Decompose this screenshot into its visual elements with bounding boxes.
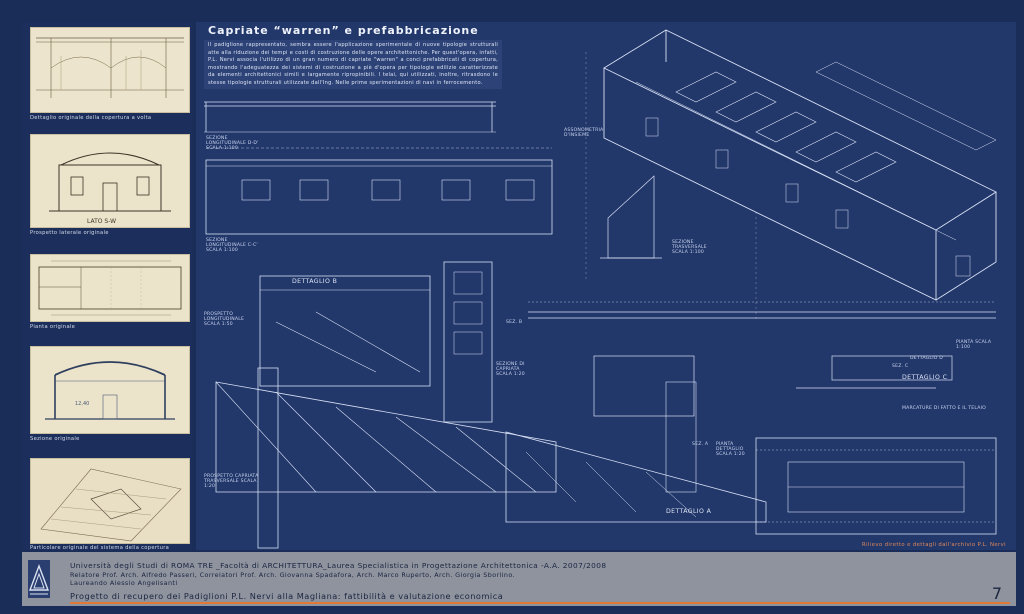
label-detail-c: DETTAGLIO C (902, 374, 948, 381)
university-logo (28, 560, 50, 598)
label-detail-d: DETTAGLIO D (910, 356, 943, 361)
label-detail-a: DETTAGLIO A (666, 508, 712, 515)
footer-university: Università degli Studi di ROMA TRE _Faco… (70, 561, 607, 570)
label-section-cc: SEZIONE LONGITUDINALE C-C' SCALA 1:100 (206, 238, 258, 253)
footer-project-title: Progetto di recupero dei Padiglioni P.L.… (70, 591, 504, 601)
label-plan-top: PIANTA SCALA 1:100 (956, 340, 992, 350)
footer: Università degli Studi di ROMA TRE _Faco… (22, 552, 1016, 606)
original-section-image: 12,40 (30, 346, 190, 434)
label-section-b: SEZ. B (506, 320, 523, 325)
label-axonometry: ASSONOMETRIA D'INSIEME (564, 128, 604, 138)
logo-triangle-icon (28, 564, 50, 595)
blueprint-description: Il padiglione rappresentato, sembra esse… (204, 40, 502, 89)
label-detail-b: DETTAGLIO B (292, 278, 338, 285)
caption-side-elevation: Prospetto laterale originale (30, 230, 109, 236)
handwritten-side-label: LATO S-W (87, 218, 116, 225)
label-section-c: SEZ. C (892, 364, 909, 369)
caption-vault-detail: Dettaglio originale della copertura a vo… (30, 115, 152, 121)
caption-section: Sezione originale (30, 436, 80, 442)
label-truss-section: SEZIONE DI CAPRIATA SCALA 1:20 (496, 362, 525, 377)
footer-student: Laureando Alessio Angelisanti (70, 579, 178, 587)
page-number: 7 (991, 584, 1002, 603)
caption-plan: Pianta originale (30, 324, 76, 330)
original-drawings-panel: Dettaglio originale della copertura a vo… (22, 22, 192, 551)
original-side-elevation-image: LATO S-W (30, 134, 190, 228)
blueprint-drawings (204, 29, 997, 549)
label-detail-plan: PIANTA DETTAGLIO SCALA 1:20 (716, 442, 745, 457)
blueprint-title: Capriate “warren” e prefabbricazione (208, 24, 479, 37)
handwritten-section-dimension: 12,40 (75, 401, 89, 407)
label-longitudinal-elevation: PROSPETTO LONGITUDINALE SCALA 1:50 (204, 312, 245, 327)
archive-credit: Rilievo diretto e dettagli dall'archivio… (862, 542, 1006, 548)
original-plan-image (30, 254, 190, 322)
label-section-a: SEZ. A (692, 442, 709, 447)
blueprint-panel: Capriate “warren” e prefabbricazione Il … (196, 22, 1016, 550)
footer-supervisors: Relatore Prof. Arch. Alfredo Passeri, Co… (70, 571, 515, 579)
footer-accent-line (70, 602, 1010, 604)
label-markings: MARCATURE DI FATTO E IL TELAIO (902, 406, 986, 411)
label-transverse-truss: PROSPETTO CAPRIATA TRASVERSALE SCALA 1:2… (204, 474, 259, 489)
caption-roof-system: Particolare originale del sistema della … (30, 545, 170, 551)
original-roof-system-image (30, 458, 190, 544)
original-vault-detail-image (30, 27, 190, 113)
label-section-dd: SEZIONE LONGITUDINALE D-D' SCALA 1:100 (206, 136, 259, 151)
label-transverse-section: SEZIONE TRASVERSALE SCALA 1:100 (672, 240, 707, 255)
